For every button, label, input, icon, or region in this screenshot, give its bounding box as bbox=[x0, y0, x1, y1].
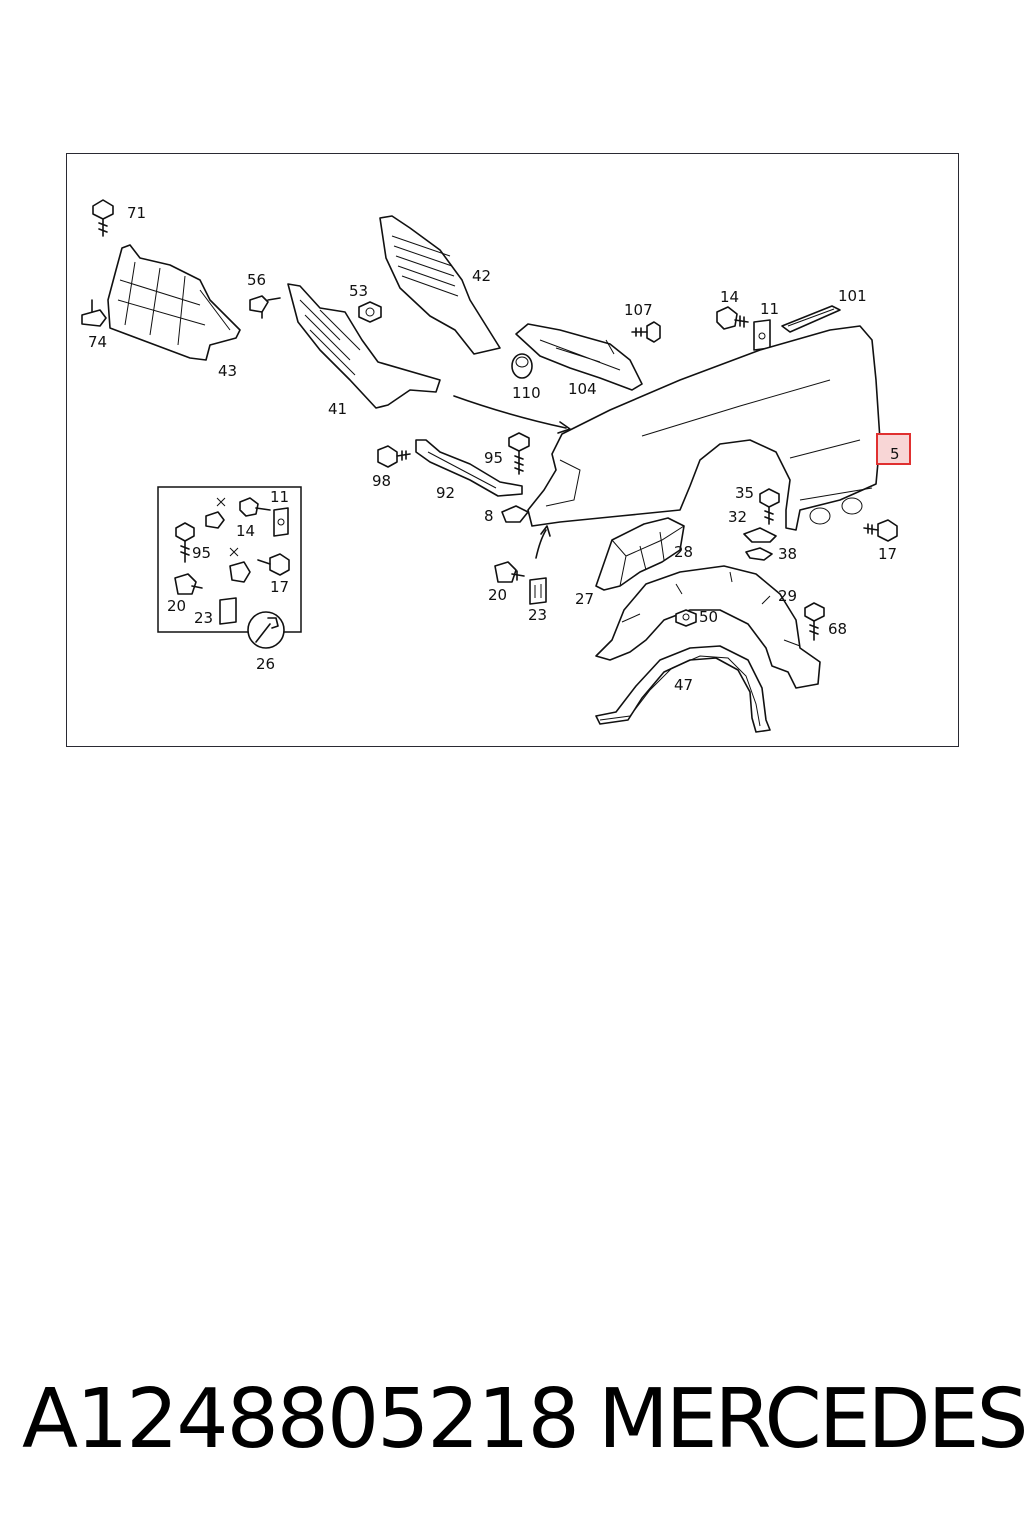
inset-label-23: 23 bbox=[194, 609, 213, 627]
label-29: 29 bbox=[778, 587, 797, 605]
air-duct-41 bbox=[287, 283, 441, 409]
label-17: 17 bbox=[878, 545, 897, 563]
clip-23 bbox=[529, 577, 547, 605]
clip-38 bbox=[745, 547, 773, 561]
vent-panel-42 bbox=[379, 215, 501, 355]
label-28: 28 bbox=[674, 543, 693, 561]
label-92: 92 bbox=[436, 484, 455, 502]
clip-32 bbox=[743, 527, 777, 543]
label-68: 68 bbox=[828, 620, 847, 638]
label-71: 71 bbox=[127, 204, 146, 222]
bracket-104 bbox=[515, 323, 643, 391]
caption: A1248805218 MERCEDES bbox=[0, 1370, 1024, 1480]
part-number: A1248805218 bbox=[22, 1372, 580, 1467]
label-14: 14 bbox=[720, 288, 739, 306]
label-23: 23 bbox=[528, 606, 547, 624]
clip-20 bbox=[494, 561, 525, 583]
highlight-box bbox=[876, 433, 911, 465]
label-101: 101 bbox=[838, 287, 867, 305]
screw-71 bbox=[92, 199, 114, 237]
parts-diagram: 71 43 74 56 53 41 42 107 bbox=[81, 199, 911, 733]
brand-name: MERCEDES bbox=[598, 1372, 1024, 1467]
screw-68 bbox=[804, 602, 825, 641]
bolt-98 bbox=[377, 445, 411, 468]
bolt-17 bbox=[863, 519, 898, 542]
liner-piece-27-28 bbox=[595, 517, 685, 591]
clip-56 bbox=[249, 295, 281, 319]
label-35: 35 bbox=[735, 484, 754, 502]
label-104: 104 bbox=[568, 380, 597, 398]
label-110: 110 bbox=[512, 384, 541, 402]
label-8: 8 bbox=[484, 507, 494, 525]
label-107: 107 bbox=[624, 301, 653, 319]
fender-5 bbox=[527, 325, 881, 531]
screw-95 bbox=[508, 432, 530, 475]
grille-43 bbox=[107, 244, 241, 361]
plate-11 bbox=[753, 319, 771, 351]
label-41: 41 bbox=[328, 400, 347, 418]
nut-50 bbox=[675, 609, 697, 627]
label-74: 74 bbox=[88, 333, 107, 351]
label-47: 47 bbox=[674, 676, 693, 694]
inset-kit-box bbox=[157, 486, 302, 649]
inset-label-17: 17 bbox=[270, 578, 289, 596]
label-20: 20 bbox=[488, 586, 507, 604]
clip-74 bbox=[81, 299, 107, 327]
inset-label-14: 14 bbox=[236, 522, 255, 540]
label-11: 11 bbox=[760, 300, 779, 318]
nut-53 bbox=[358, 301, 382, 323]
label-95: 95 bbox=[484, 449, 503, 467]
inset-label-95: 95 bbox=[192, 544, 211, 562]
inset-label-11: 11 bbox=[270, 488, 289, 506]
label-42: 42 bbox=[472, 267, 491, 285]
inset-label-20: 20 bbox=[167, 597, 186, 615]
bar-92 bbox=[415, 439, 523, 497]
diagram-frame bbox=[66, 153, 959, 747]
strip-101 bbox=[781, 305, 841, 333]
label-43: 43 bbox=[218, 362, 237, 380]
label-53: 53 bbox=[349, 282, 368, 300]
label-5-highlighted: 5 bbox=[890, 445, 900, 463]
screw-35 bbox=[759, 488, 780, 525]
wheel-arch-liner-29-47 bbox=[595, 565, 821, 733]
label-32: 32 bbox=[728, 508, 747, 526]
inset-label-26: 26 bbox=[256, 655, 275, 673]
screw-14 bbox=[716, 306, 749, 330]
label-56: 56 bbox=[247, 271, 266, 289]
bolt-107 bbox=[631, 321, 661, 343]
label-98: 98 bbox=[372, 472, 391, 490]
label-50: 50 bbox=[699, 608, 718, 626]
clip-8 bbox=[501, 505, 529, 523]
label-38: 38 bbox=[778, 545, 797, 563]
arrow-to-fender bbox=[453, 395, 571, 559]
label-27: 27 bbox=[575, 590, 594, 608]
grommet-110 bbox=[511, 353, 533, 379]
